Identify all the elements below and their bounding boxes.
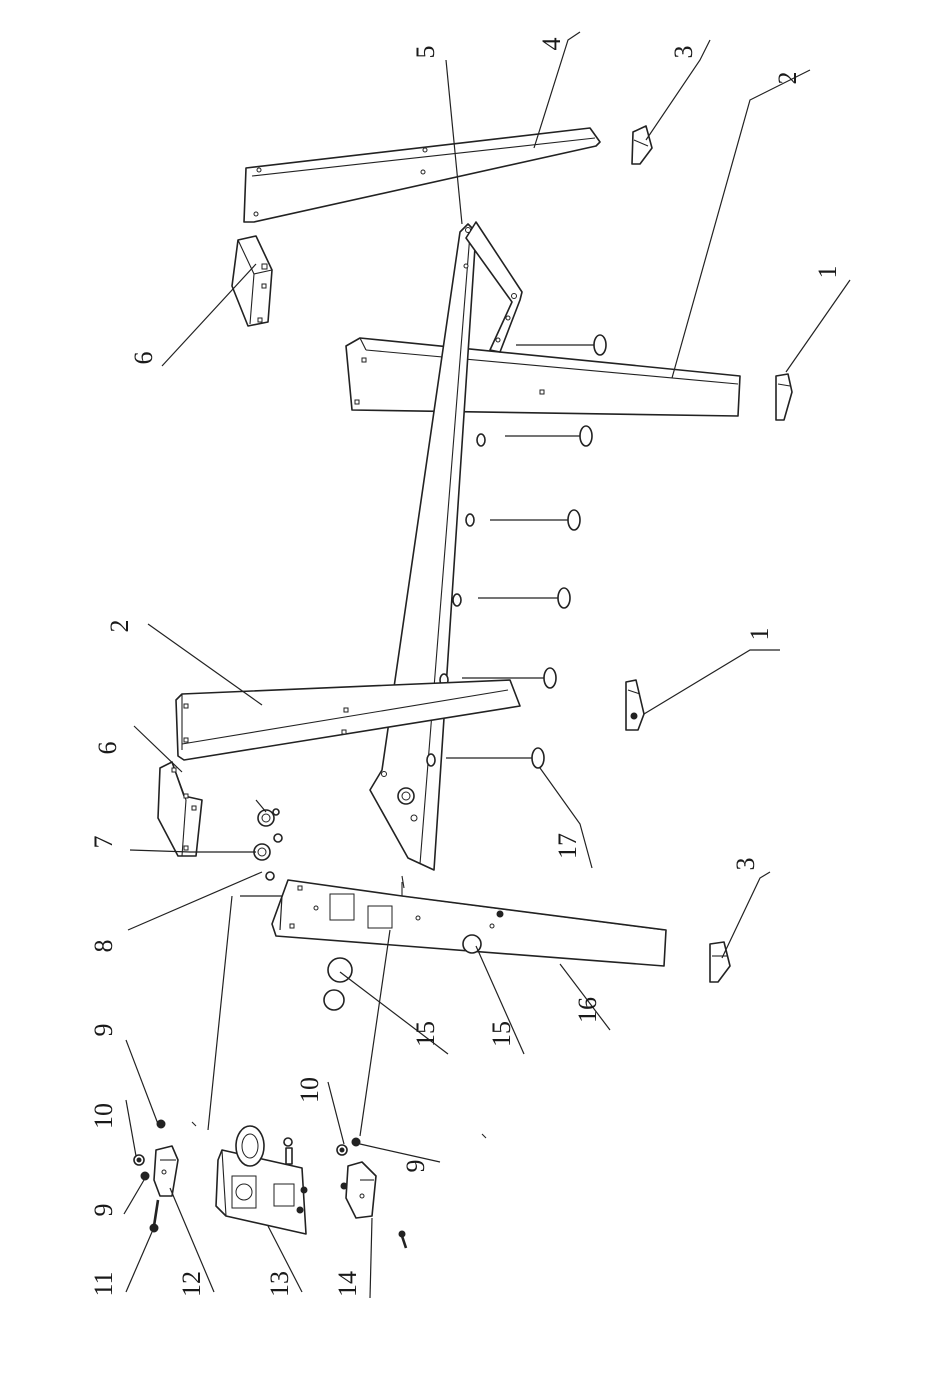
part-7-knobs [254,809,282,860]
callout-8: 8 [89,940,118,953]
callout-3-lower: 3 [731,858,760,871]
leader-lines [124,32,850,1298]
part-6-bracket-box-lower [158,762,202,856]
callout-9-left-bottom: 9 [89,1204,118,1217]
callout-15-left: 15 [411,1021,440,1047]
part-1-foot-pad-right [776,374,792,420]
part-2-cross-leg-lower [176,680,520,760]
callout-12: 12 [177,1271,206,1297]
part-10-nut-right [337,1145,347,1155]
callout-2-upper: 2 [773,72,802,85]
callout-16: 16 [573,997,602,1023]
part-10-nut-left [134,1155,144,1165]
part-13-control-box [216,1126,307,1234]
part-9-washer-left-bottom [141,1172,149,1180]
callout-1-center: 1 [745,628,774,641]
part-9-washer-left-top [157,1120,165,1128]
callout-17: 17 [553,833,582,859]
part-2-cross-leg-upper [346,338,740,416]
callout-7: 7 [89,836,118,849]
callout-3-upper: 3 [669,46,698,59]
callout-11: 11 [89,1271,118,1296]
part-11-bolt [150,1200,158,1232]
callout-10-left: 10 [89,1103,118,1129]
callout-1-right: 1 [813,266,842,279]
part-9-washer-right [352,1138,360,1146]
callout-15-right: 15 [487,1021,516,1047]
part-6-bracket-box-upper [232,236,272,326]
part-3-corner-foot-top [632,126,652,164]
part-1-foot-pad-center [626,680,644,730]
part-15-plug [324,958,352,1010]
part-5-main-beam [370,222,522,870]
part-12-clamp-block [154,1146,178,1196]
callout-5: 5 [411,46,440,59]
callout-14: 14 [333,1271,362,1297]
part-16-control-panel-bar [272,880,666,966]
callout-4: 4 [537,38,566,51]
callout-10-right: 10 [295,1077,324,1103]
callout-6-upper: 6 [129,352,158,365]
part-4-angle-beam [244,128,600,222]
callout-9-right: 9 [401,1160,430,1173]
callout-6-lower: 6 [93,742,122,755]
loose-bolt [399,1231,406,1248]
callout-9-left-top: 9 [89,1024,118,1037]
part-14-clamp-block [341,1162,376,1218]
callout-13: 13 [265,1271,294,1297]
callout-2-lower: 2 [105,620,134,633]
part-8-nut [266,872,274,880]
